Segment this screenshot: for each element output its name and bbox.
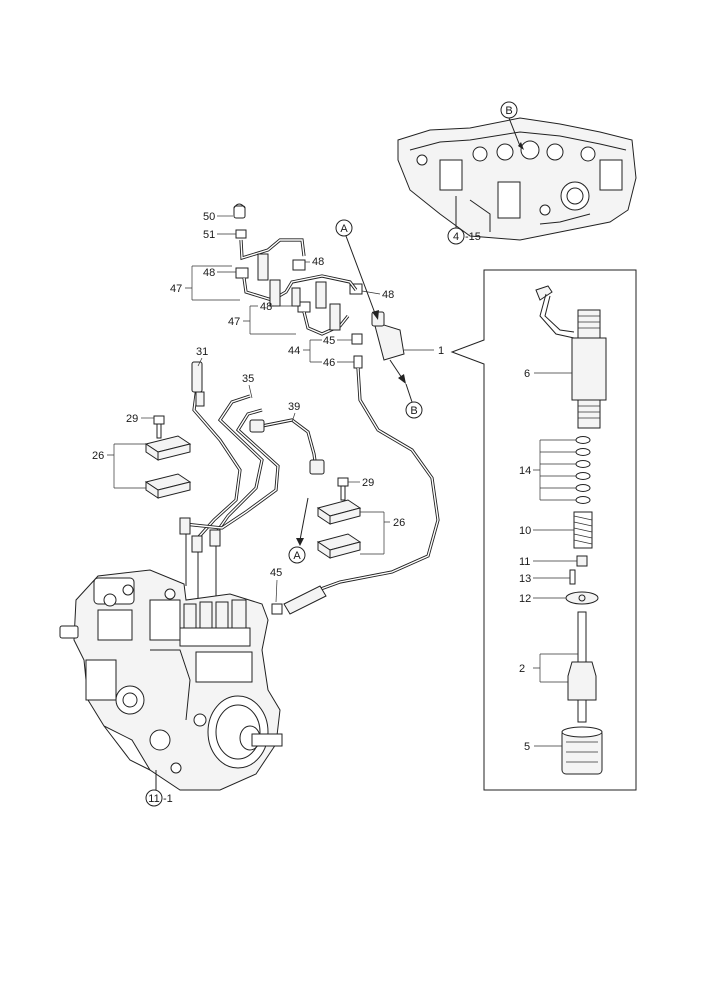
reference-a-top-marker bbox=[335, 219, 353, 237]
reference-pump-number: 11 bbox=[148, 793, 159, 805]
reference-pump-suffix: -1 bbox=[163, 793, 173, 805]
callout-11: 11 bbox=[519, 556, 530, 568]
injector-assembly-small bbox=[371, 311, 406, 384]
callout-46: 46 bbox=[323, 357, 335, 369]
callout-45-b: 45 bbox=[270, 567, 282, 579]
callout-31: 31 bbox=[196, 346, 208, 358]
callout-47-b: 47 bbox=[228, 316, 240, 328]
callout-6: 6 bbox=[524, 368, 530, 380]
reference-head-suffix: -15 bbox=[465, 231, 481, 243]
callout-29-a: 29 bbox=[126, 413, 138, 425]
callout-35: 35 bbox=[242, 373, 254, 385]
callout-5: 5 bbox=[524, 741, 530, 753]
callout-50: 50 bbox=[203, 211, 215, 223]
callout-26-a: 26 bbox=[92, 450, 104, 462]
callout-10: 10 bbox=[519, 525, 531, 537]
callout-48-a: 48 bbox=[203, 267, 215, 279]
injector-exploded-view-frame bbox=[450, 269, 637, 791]
reference-head-number: 4 bbox=[453, 231, 459, 243]
leak-off-pipe-assembly bbox=[233, 203, 363, 336]
callout-12: 12 bbox=[519, 593, 531, 605]
callout-51: 51 bbox=[203, 229, 215, 241]
pipe-clamp-right bbox=[316, 477, 362, 559]
callout-14: 14 bbox=[519, 465, 531, 477]
reference-a-bottom-label: A bbox=[293, 550, 301, 562]
callout-1: 1 bbox=[438, 345, 444, 357]
callout-48-d: 48 bbox=[382, 289, 394, 301]
callout-26-b: 26 bbox=[393, 517, 405, 529]
callout-29-b: 29 bbox=[362, 477, 374, 489]
callout-44: 44 bbox=[288, 345, 300, 357]
injection-pipe-assembly bbox=[179, 361, 325, 600]
reference-pump-marker bbox=[145, 789, 163, 807]
callout-47-a: 47 bbox=[170, 283, 182, 295]
pipe-clamp-left bbox=[144, 415, 192, 499]
reference-head-marker bbox=[447, 227, 465, 245]
reference-a-top-label: A bbox=[340, 223, 348, 235]
injector-exploded-parts bbox=[535, 285, 607, 775]
callout-45-a: 45 bbox=[323, 335, 335, 347]
reference-b-bottom-label: B bbox=[410, 405, 417, 417]
injection-pump-illustration bbox=[59, 569, 283, 791]
callout-2: 2 bbox=[519, 663, 525, 675]
callout-39: 39 bbox=[288, 401, 300, 413]
callout-48-c: 48 bbox=[260, 301, 272, 313]
reference-a-bottom-marker bbox=[288, 546, 306, 564]
reference-b-bottom-marker bbox=[405, 401, 423, 419]
callout-48-b: 48 bbox=[312, 256, 324, 268]
cylinder-head-illustration bbox=[397, 117, 637, 241]
callout-13: 13 bbox=[519, 573, 531, 585]
reference-b-top-label: B bbox=[505, 105, 512, 117]
